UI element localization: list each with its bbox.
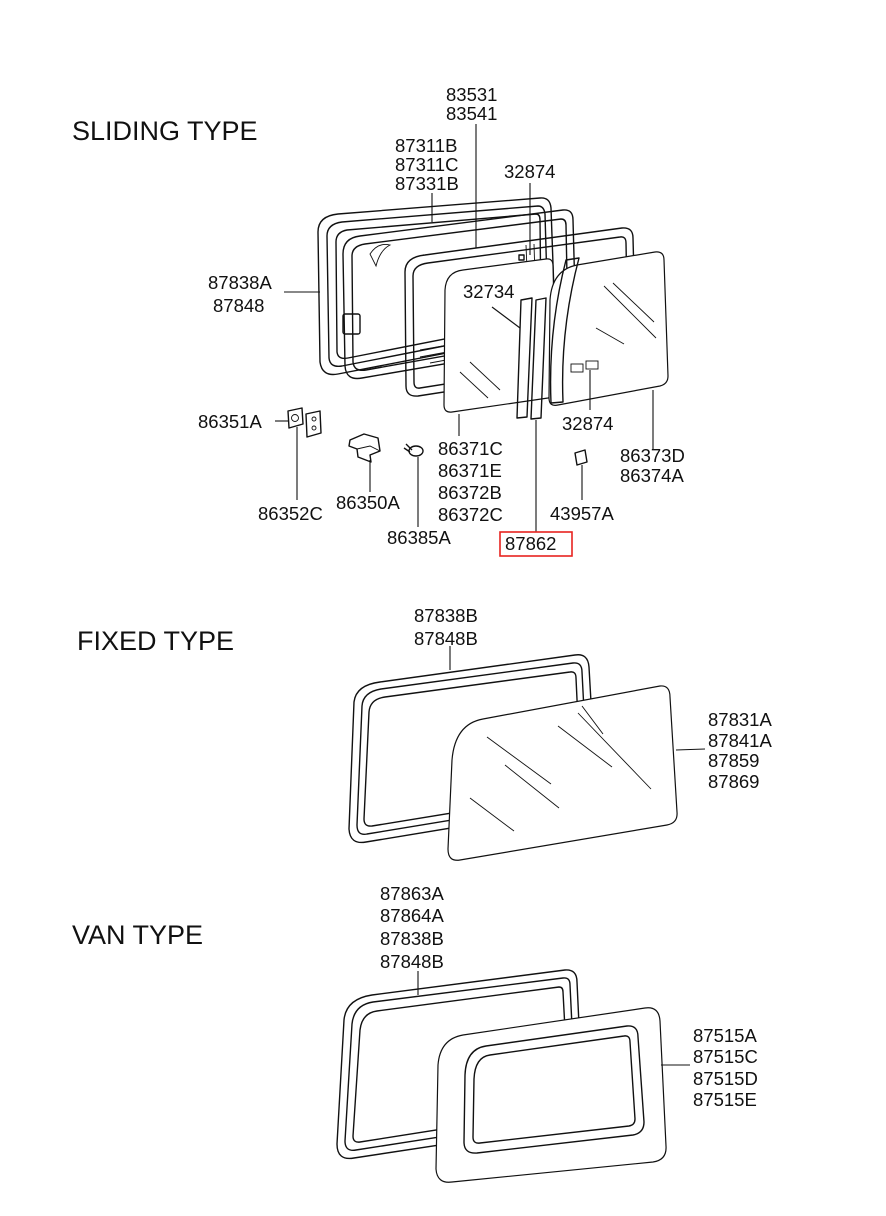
label-83531[interactable]: 83531: [446, 84, 497, 105]
label-86373d[interactable]: 86373D: [620, 445, 685, 466]
van-leader-lines: [417, 971, 690, 1066]
label-32874-bottom[interactable]: 32874: [562, 413, 613, 434]
label-87515c[interactable]: 87515C: [693, 1046, 758, 1067]
label-87838b-van[interactable]: 87838B: [380, 928, 444, 949]
label-87864a[interactable]: 87864A: [380, 905, 444, 926]
label-87515a[interactable]: 87515A: [693, 1025, 757, 1046]
label-87838a[interactable]: 87838A: [208, 272, 272, 293]
fixed-type-section: FIXED TYPE 87838B 87848B 87831A 87841A 8…: [77, 605, 772, 861]
label-87311c[interactable]: 87311C: [395, 154, 458, 175]
label-87863a[interactable]: 87863A: [380, 883, 444, 904]
label-87515d[interactable]: 87515D: [693, 1068, 758, 1089]
label-86352c[interactable]: 86352C: [258, 503, 323, 524]
fixed-type-title: FIXED TYPE: [77, 626, 234, 656]
label-32874-top[interactable]: 32874: [504, 161, 555, 182]
label-32734[interactable]: 32734: [463, 281, 514, 302]
sliding-center-bar[interactable]: [516, 297, 547, 420]
label-87848[interactable]: 87848: [213, 295, 264, 316]
van-part-labels: 87863A 87864A 87838B 87848B 87515A 87515…: [380, 883, 758, 1110]
label-87869[interactable]: 87869: [708, 771, 759, 792]
clip-86350a[interactable]: [348, 433, 381, 463]
stopper-43957a[interactable]: [574, 449, 588, 466]
label-87838b-fixed[interactable]: 87838B: [414, 605, 478, 626]
label-87859[interactable]: 87859: [708, 750, 759, 771]
sliding-hardware: [287, 407, 588, 466]
sliding-movable-glass[interactable]: [443, 258, 557, 413]
label-83541[interactable]: 83541: [446, 103, 497, 124]
label-86372c[interactable]: 86372C: [438, 504, 503, 525]
label-86385a[interactable]: 86385A: [387, 527, 451, 548]
label-86374a[interactable]: 86374A: [620, 465, 684, 486]
label-86350a[interactable]: 86350A: [336, 492, 400, 513]
sliding-leader-lines: [275, 124, 654, 532]
highlight-box-87862: [499, 531, 573, 557]
screw-86385a[interactable]: [403, 443, 424, 457]
label-87862-highlighted[interactable]: 87862: [505, 533, 556, 554]
van-type-section: VAN TYPE 87863A 87864A 87838B 87848B 875…: [72, 883, 758, 1183]
label-87848b-van[interactable]: 87848B: [380, 951, 444, 972]
van-type-title: VAN TYPE: [72, 920, 203, 950]
label-86372b[interactable]: 86372B: [438, 482, 502, 503]
sliding-fixed-glass[interactable]: [548, 251, 669, 406]
label-86351a[interactable]: 86351A: [198, 411, 262, 432]
van-panel[interactable]: [435, 1007, 667, 1183]
label-86371e[interactable]: 86371E: [438, 460, 502, 481]
bracket-86352c[interactable]: [305, 410, 322, 438]
sliding-type-title: SLIDING TYPE: [72, 116, 258, 146]
sliding-type-section: SLIDING TYPE: [72, 84, 685, 557]
label-87515e[interactable]: 87515E: [693, 1089, 757, 1110]
label-87841a[interactable]: 87841A: [708, 730, 772, 751]
label-87331b[interactable]: 87331B: [395, 173, 459, 194]
fixed-part-labels: 87838B 87848B 87831A 87841A 87859 87869: [414, 605, 772, 792]
sliding-part-labels: 83531 83541 87311B 87311C 87331B 32874 8…: [198, 84, 685, 557]
label-87311b[interactable]: 87311B: [395, 135, 457, 156]
fixed-leader-lines: [449, 646, 706, 751]
label-87848b-fixed[interactable]: 87848B: [414, 628, 478, 649]
label-87831a[interactable]: 87831A: [708, 709, 772, 730]
label-86371c[interactable]: 86371C: [438, 438, 503, 459]
latch-86351a[interactable]: [287, 407, 304, 429]
label-43957a[interactable]: 43957A: [550, 503, 614, 524]
fixed-glass[interactable]: [447, 685, 678, 861]
